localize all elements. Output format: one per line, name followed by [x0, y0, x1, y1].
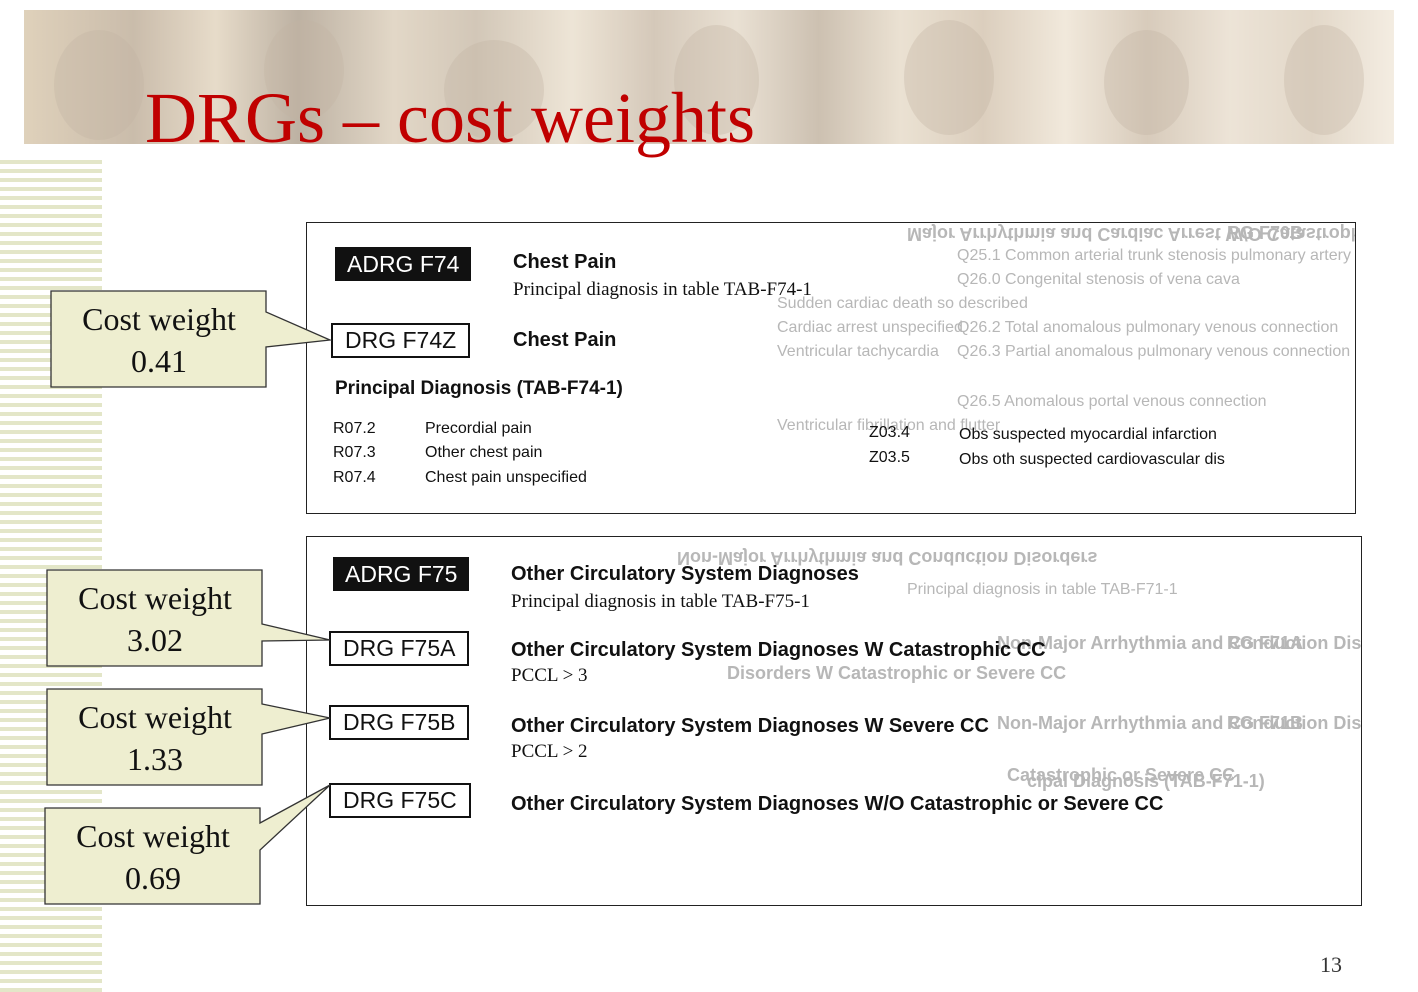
bleed-through-text: Non-Major Arrhythmia and Conduction Diso… — [997, 713, 1362, 733]
bleed-through-text: Q26.5 Anomalous portal venous connection — [957, 393, 1267, 410]
adrg-subtitle: Principal diagnosis in table TAB-F74-1 — [513, 279, 812, 300]
cost-weight-callout: Cost weight 0.69 — [47, 809, 259, 905]
drg-title: Other Circulatory System Diagnoses W Sev… — [511, 715, 989, 737]
diagnosis-code: R07.2 — [333, 420, 376, 437]
slide-title: DRGs – cost weights — [145, 78, 755, 158]
drg-title: Chest Pain — [513, 329, 617, 351]
drg-pccl: PCCL > 2 — [511, 741, 588, 762]
bleed-through-text: Disorders W Catastrophic or Severe CC — [727, 663, 1067, 683]
diagnosis-description: Other chest pain — [425, 444, 543, 461]
principal-diagnosis-heading: Principal Diagnosis (TAB-F74-1) — [335, 378, 623, 399]
bleed-through-text: Principal diagnosis in table TAB-F71-1 — [907, 581, 1178, 598]
drg-badge: DRG F75B — [329, 705, 470, 740]
cost-weight-label: Cost weight — [78, 699, 232, 735]
drg-title: Other Circulatory System Diagnoses W/O C… — [511, 793, 1164, 815]
diagnosis-description: Obs suspected myocardial infarction — [959, 426, 1217, 443]
page-number: 13 — [1320, 952, 1342, 977]
bleed-through-text: RG F70B — [1227, 223, 1304, 243]
cost-weight-label: Cost weight — [78, 580, 232, 616]
drg-badge: DRG F74Z — [331, 323, 471, 358]
bleed-through-text: Ventricular fibrillation and flutter — [777, 417, 1001, 434]
drg-f75-panel: Non-Major Arrhythmia and Conduction Diso… — [306, 536, 1362, 906]
bleed-through-text: Cardiac arrest unspecified — [777, 319, 963, 336]
bleed-through-text: Catastrophic or Severe CC — [1007, 765, 1236, 785]
adrg-title: Other Circulatory System Diagnoses — [511, 563, 859, 585]
cost-weight-callout: Cost weight 1.33 — [49, 690, 261, 786]
cost-weight-value: 3.02 — [127, 622, 183, 658]
bleed-through-text: cipal Diagnosis (TAB-F71-1) — [1027, 771, 1265, 791]
diagnosis-description: Precordial pain — [425, 420, 532, 437]
bleed-through-text: Non-Major Arrhythmia and Conduction Diso… — [997, 633, 1362, 653]
diagnosis-code: R07.3 — [333, 444, 376, 461]
bleed-through-text: Q26.3 Partial anomalous pulmonary venous… — [957, 343, 1351, 360]
bleed-through-text: Q26.2 Total anomalous pulmonary venous c… — [957, 319, 1339, 336]
drg-title: Other Circulatory System Diagnoses W Cat… — [511, 639, 1046, 661]
cost-weight-value: 0.41 — [131, 343, 187, 379]
header-photo-banner — [24, 10, 1394, 144]
adrg-subtitle: Principal diagnosis in table TAB-F75-1 — [511, 591, 810, 612]
drg-f74-panel: Major Arrhythmia and Cardiac Arrest W/O … — [306, 222, 1356, 514]
cost-weight-label: Cost weight — [76, 818, 230, 854]
cost-weight-callout: Cost weight 3.02 — [49, 571, 261, 667]
drg-badge: DRG F75A — [329, 631, 470, 666]
bleed-through-text: Q25.1 Common arterial trunk stenosis pul… — [957, 247, 1351, 264]
adrg-title: Chest Pain — [513, 251, 617, 273]
bleed-through-text: RG F71A — [1227, 633, 1304, 653]
bleed-through-text: RG F71B — [1227, 713, 1304, 733]
diagnosis-code: Z03.4 — [869, 424, 910, 441]
bleed-through-text: Sudden cardiac death so described — [777, 295, 1028, 312]
cost-weight-callout: Cost weight 0.41 — [53, 292, 265, 388]
diagnosis-description: Chest pain unspecified — [425, 469, 587, 486]
diagnosis-description: Obs oth suspected cardiovascular dis — [959, 451, 1225, 468]
cost-weight-value: 1.33 — [127, 741, 183, 777]
cost-weight-label: Cost weight — [82, 301, 236, 337]
adrg-badge: ADRG F74 — [335, 247, 472, 281]
adrg-badge: ADRG F75 — [333, 557, 470, 591]
diagnosis-code: R07.4 — [333, 469, 376, 486]
diagnosis-code: Z03.5 — [869, 449, 910, 466]
drg-badge: DRG F75C — [329, 783, 471, 818]
cost-weight-value: 0.69 — [125, 860, 181, 896]
bleed-through-text: Ventricular tachycardia — [777, 343, 939, 360]
drg-pccl: PCCL > 3 — [511, 665, 588, 686]
bleed-through-text: Q26.0 Congenital stenosis of vena cava — [957, 271, 1240, 288]
